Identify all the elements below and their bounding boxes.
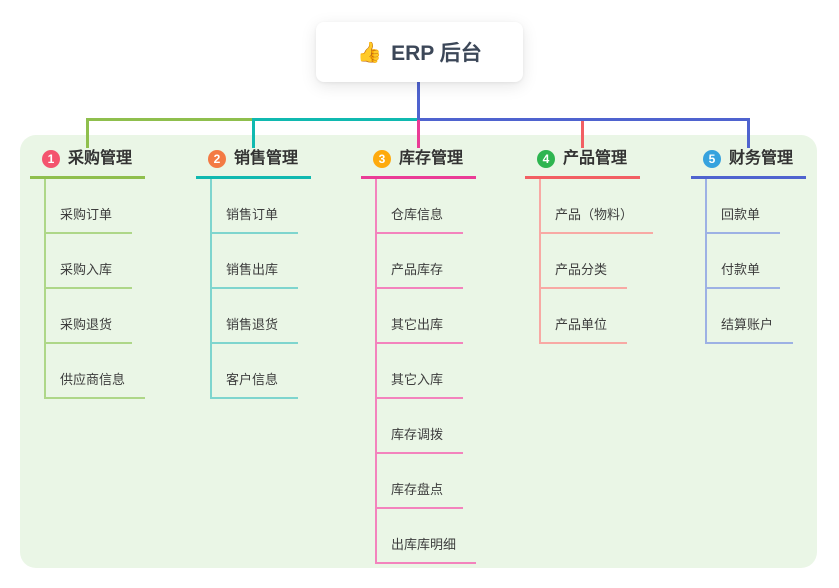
branch-children: 采购订单 采购入库 采购退货 供应商信息 (44, 179, 146, 399)
connector-drop-product (581, 121, 584, 148)
connector-bus-teal (252, 118, 419, 121)
root-node-erp-backend[interactable]: 👍 ERP 后台 (316, 22, 523, 82)
child-node[interactable]: 销售退货 (212, 289, 299, 344)
child-node[interactable]: 其它入库 (377, 344, 464, 399)
child-node[interactable]: 产品（物料） (541, 179, 654, 234)
connector-drop-finance (747, 118, 750, 148)
child-node[interactable]: 付款单 (707, 234, 781, 289)
child-node[interactable]: 销售出库 (212, 234, 299, 289)
child-node[interactable]: 销售订单 (212, 179, 299, 234)
child-node[interactable]: 结算账户 (707, 289, 794, 344)
child-node[interactable]: 库存调拨 (377, 399, 464, 454)
branch-procurement: 1 采购管理 采购订单 采购入库 采购退货 供应商信息 (30, 148, 146, 399)
child-node[interactable]: 仓库信息 (377, 179, 464, 234)
branch-children: 产品（物料） 产品分类 产品单位 (539, 179, 654, 344)
connector-drop-procurement (86, 118, 89, 148)
branch-label: 库存管理 (399, 150, 464, 167)
child-node[interactable]: 库存盘点 (377, 454, 464, 509)
child-node[interactable]: 客户信息 (212, 344, 299, 399)
branch-children: 销售订单 销售出库 销售退货 客户信息 (210, 179, 311, 399)
branch-number-badge: 3 (373, 150, 391, 168)
branch-label: 财务管理 (729, 150, 794, 167)
branch-children: 回款单 付款单 结算账户 (705, 179, 806, 344)
connector-bus-green (86, 118, 253, 121)
child-node[interactable]: 产品单位 (541, 289, 628, 344)
connector-drop-inventory (417, 120, 420, 148)
branch-node-product[interactable]: 4 产品管理 (525, 148, 640, 179)
branch-node-finance[interactable]: 5 财务管理 (691, 148, 806, 179)
branch-inventory: 3 库存管理 仓库信息 产品库存 其它出库 其它入库 库存调拨 库存盘点 出库库… (361, 148, 477, 564)
branch-node-inventory[interactable]: 3 库存管理 (361, 148, 476, 179)
root-node-title: ERP 后台 (391, 42, 482, 65)
branch-number-badge: 1 (42, 150, 60, 168)
child-node[interactable]: 采购入库 (46, 234, 133, 289)
branch-label: 产品管理 (563, 150, 628, 167)
child-node[interactable]: 产品分类 (541, 234, 628, 289)
thumbs-up-icon: 👍 (357, 41, 383, 64)
branch-node-sales[interactable]: 2 销售管理 (196, 148, 311, 179)
branches-background-panel (20, 135, 817, 568)
child-node[interactable]: 出库库明细 (377, 509, 477, 564)
child-node[interactable]: 采购退货 (46, 289, 133, 344)
branch-number-badge: 4 (537, 150, 555, 168)
child-node[interactable]: 产品库存 (377, 234, 464, 289)
branch-label: 销售管理 (234, 150, 299, 167)
connector-root-drop (417, 82, 420, 121)
connector-drop-sales (252, 118, 255, 148)
branch-sales: 2 销售管理 销售订单 销售出库 销售退货 客户信息 (196, 148, 311, 399)
child-node[interactable]: 其它出库 (377, 289, 464, 344)
branch-number-badge: 5 (703, 150, 721, 168)
branch-children: 仓库信息 产品库存 其它出库 其它入库 库存调拨 库存盘点 出库库明细 (375, 179, 477, 564)
child-node[interactable]: 回款单 (707, 179, 781, 234)
branch-finance: 5 财务管理 回款单 付款单 结算账户 (691, 148, 806, 344)
child-node[interactable]: 采购订单 (46, 179, 133, 234)
branch-number-badge: 2 (208, 150, 226, 168)
child-node[interactable]: 供应商信息 (46, 344, 146, 399)
branch-label: 采购管理 (68, 150, 133, 167)
branch-product: 4 产品管理 产品（物料） 产品分类 产品单位 (525, 148, 654, 344)
connector-bus-blue (417, 118, 750, 121)
branch-node-procurement[interactable]: 1 采购管理 (30, 148, 145, 179)
